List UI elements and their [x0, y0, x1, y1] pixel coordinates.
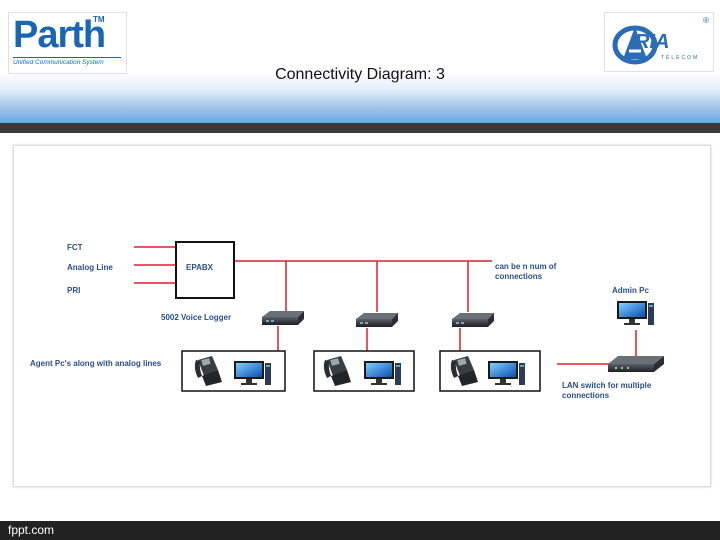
footer-text: fppt.com [8, 523, 55, 537]
trunk-label-analog: Analog Line [67, 263, 113, 272]
parth-logo-word: Parth [13, 14, 106, 56]
voice-logger-3 [452, 313, 494, 327]
parth-logo-tm: TM [93, 15, 105, 24]
slide-footer: fppt.com [0, 521, 720, 540]
voice-logger-1 [262, 311, 304, 325]
voice-logger-label: 5002 Voice Logger [161, 313, 232, 322]
trunk-label-fct: FCT [67, 243, 83, 252]
parth-logo-bar [13, 57, 121, 58]
aria-logo-reg: ® [703, 16, 709, 25]
voice-logger-2 [356, 313, 398, 327]
lan-switch-icon [608, 356, 664, 372]
parth-logo: Parth TM Unified Communication System [8, 12, 127, 74]
aria-logo-sub: TELECOM [661, 55, 700, 61]
bus-lines [234, 260, 637, 365]
expand-note-label: can be n num of connections [495, 262, 557, 281]
admin-pc-icon [617, 301, 654, 325]
slide-title: Connectivity Diagram: 3 [275, 66, 445, 83]
trunk-lines [134, 246, 177, 284]
epabx-label: EPABX [186, 263, 213, 272]
epabx-box [175, 241, 235, 299]
header-rule [0, 123, 720, 133]
agents-label: Agent Pc's along with analog lines [30, 359, 162, 368]
admin-pc-label: Admin Pc [612, 286, 649, 295]
aria-logo-word: RIA [635, 31, 670, 53]
aria-logo: RIA TELECOM ® [604, 12, 714, 72]
parth-logo-tagline: Unified Communication System [13, 59, 104, 66]
aria-globe-icon [612, 25, 658, 65]
lan-switch-label: LAN switch for multiple connections [562, 381, 652, 400]
trunk-label-pri: PRI [67, 286, 81, 295]
